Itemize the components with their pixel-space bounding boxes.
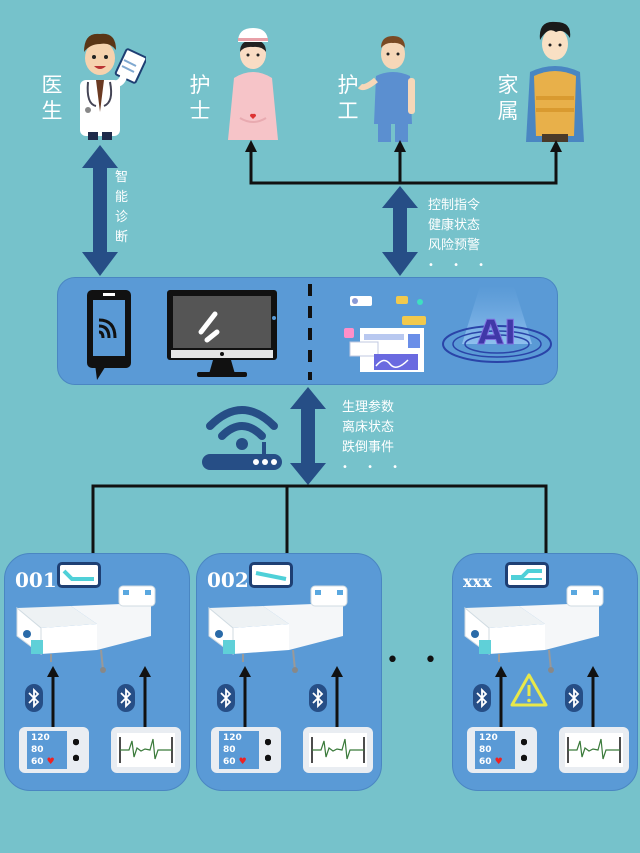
- family-figure: [520, 14, 590, 142]
- monitor-buttons: [73, 739, 79, 761]
- bp-pulse: 60: [31, 757, 44, 767]
- platform-panel: AI: [57, 277, 558, 385]
- bed-card-001[interactable]: 001 120 80 60 ♥: [4, 553, 190, 791]
- monitor-uplink-arrows: [495, 666, 599, 728]
- bluetooth-icon: [565, 684, 583, 712]
- bp-systolic: 120: [223, 733, 242, 743]
- staff-link-ellipsis: • • •: [428, 260, 493, 271]
- bp-diastolic: 80: [479, 745, 492, 755]
- ai-text: AI: [478, 313, 517, 353]
- role-label-caregiver: 护工: [337, 73, 359, 123]
- heart-icon: ♥: [494, 757, 503, 767]
- doctor-link-label: 智能诊断: [115, 170, 129, 245]
- mobile-app-icon[interactable]: [85, 288, 133, 384]
- bed-bus-lines: [91, 484, 548, 556]
- staff-link-line-health: 健康状态: [428, 218, 481, 233]
- staff-link-line-control: 控制指令: [428, 198, 481, 213]
- heart-icon: ♥: [238, 757, 247, 767]
- bed-card-002[interactable]: 002 120 80 60 ♥: [196, 553, 382, 791]
- monitor-uplink-arrows: [239, 666, 343, 728]
- bed-card-xxx[interactable]: xxx 120 80 60 ♥: [452, 553, 638, 791]
- staff-bus-lines: [249, 150, 558, 185]
- monitor-uplink-arrows: [47, 666, 151, 728]
- monitor-buttons: [521, 739, 527, 761]
- bluetooth-icon: [117, 684, 135, 712]
- bed-id: xxx: [463, 572, 492, 591]
- gateway-double-arrow: [290, 387, 326, 485]
- ecg-waveform: [565, 733, 623, 767]
- desktop-monitor-icon[interactable]: [165, 288, 279, 384]
- bed-id: 002: [207, 568, 249, 592]
- ecg-monitor[interactable]: [559, 727, 629, 773]
- hospital-bed-image: [464, 585, 604, 673]
- bluetooth-icon: [25, 684, 43, 712]
- panel-divider: [308, 284, 312, 380]
- role-label-nurse: 护士: [189, 73, 211, 123]
- bp-systolic: 120: [31, 733, 50, 743]
- bed-id: 001: [15, 568, 57, 592]
- ecg-waveform: [309, 733, 367, 767]
- nurse-figure: [218, 22, 288, 140]
- blood-pressure-monitor[interactable]: 120 80 60 ♥: [19, 727, 89, 773]
- warning-alert-icon[interactable]: [509, 672, 549, 708]
- caregiver-figure: [357, 20, 428, 142]
- bp-readings: 120 80 60 ♥: [27, 731, 67, 769]
- bed-posture-indicator: [57, 562, 101, 588]
- bluetooth-icon: [309, 684, 327, 712]
- bp-diastolic: 80: [223, 745, 236, 755]
- role-label-family: 家属: [497, 73, 519, 123]
- staff-double-arrow: [382, 186, 418, 276]
- doctor-double-arrow: [82, 145, 118, 276]
- gateway-line-physio: 生理参数: [342, 400, 395, 415]
- role-label-doctor: 医生: [41, 73, 63, 123]
- bluetooth-icon: [217, 684, 235, 712]
- gateway-line-fall: 跌倒事件: [342, 440, 395, 455]
- ai-engine-icon[interactable]: AI: [440, 286, 554, 382]
- arrow-to-family: [550, 140, 562, 152]
- monitor-buttons: [265, 739, 271, 761]
- hospital-bed-image: [16, 585, 156, 673]
- hospital-bed-image: [208, 585, 348, 673]
- blood-pressure-monitor[interactable]: 120 80 60 ♥: [211, 727, 281, 773]
- staff-link-line-risk: 风险预警: [428, 238, 481, 253]
- ecg-monitor[interactable]: [303, 727, 373, 773]
- blood-pressure-monitor[interactable]: 120 80 60 ♥: [467, 727, 537, 773]
- data-dashboard-icon[interactable]: [338, 290, 448, 378]
- bp-readings: 120 80 60 ♥: [475, 731, 515, 769]
- arrow-to-caregiver: [394, 140, 406, 152]
- staff-link-labels: 控制指令 健康状态 风险预警 • • •: [428, 196, 492, 276]
- top-connectors: [82, 140, 562, 276]
- gateway-line-bedexit: 离床状态: [342, 420, 395, 435]
- heart-icon: ♥: [46, 757, 55, 767]
- ecg-waveform: [117, 733, 175, 767]
- gateway-link-ellipsis: • • •: [342, 462, 407, 473]
- bp-readings: 120 80 60 ♥: [219, 731, 259, 769]
- gateway-link-labels: 生理参数 离床状态 跌倒事件 • • •: [342, 398, 406, 478]
- ecg-monitor[interactable]: [111, 727, 181, 773]
- router-icon: [202, 406, 282, 470]
- bp-pulse: 60: [479, 757, 492, 767]
- arrow-to-nurse: [245, 140, 257, 152]
- doctor-figure: [66, 22, 148, 140]
- bed-posture-indicator: [249, 562, 293, 588]
- bp-systolic: 120: [479, 733, 498, 743]
- bp-pulse: 60: [223, 757, 236, 767]
- bp-diastolic: 80: [31, 745, 44, 755]
- bed-posture-indicator: [505, 562, 549, 588]
- bluetooth-icon: [473, 684, 491, 712]
